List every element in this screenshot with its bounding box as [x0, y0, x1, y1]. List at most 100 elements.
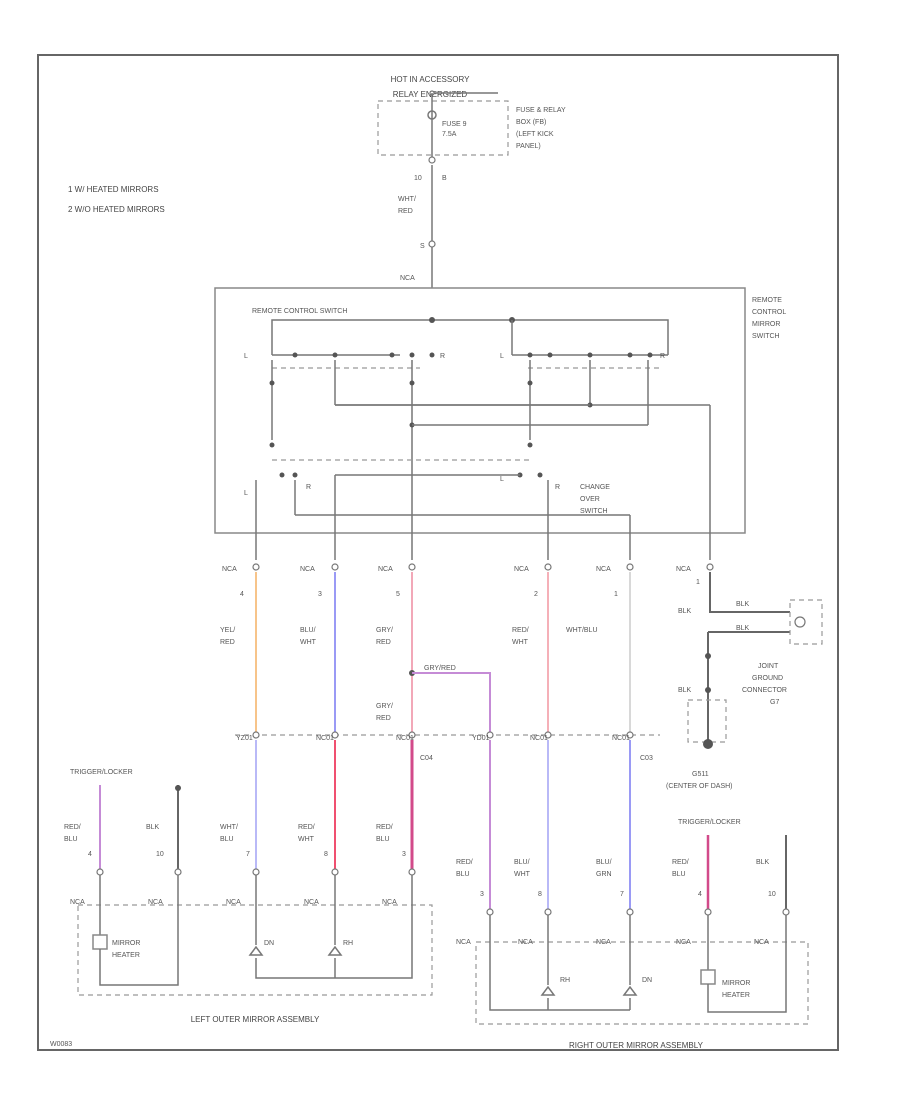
right-wire-1-c1: RED/: [456, 859, 473, 866]
ground-section: BLK BLK BLK JOINT GROUND CONNECTOR G7 BL…: [666, 572, 823, 790]
switch-inner-label: REMOTE CONTROL SWITCH: [252, 308, 347, 315]
right-wire-2-c2: WHT: [514, 871, 531, 878]
switch-pos-r-upper: R: [440, 353, 445, 360]
right-mirror-title: RIGHT OUTER MIRROR ASSEMBLY: [569, 1041, 704, 1050]
right-wire-3-c2: GRN: [596, 871, 612, 878]
splice-label: GRY/RED: [424, 665, 456, 672]
left-mirror-wires: TRIGGER/LOCKER RED/ BLU 4 BLK 10 WHT/ BL…: [64, 740, 416, 876]
left-heater-label-1: MIRROR: [112, 940, 140, 947]
left-heater-wire-1: RED/: [64, 824, 81, 831]
change-pos-r: R: [306, 484, 311, 491]
sw-wire-1-pin: 4: [240, 591, 244, 598]
sw-wire-3-pin: 5: [396, 591, 400, 598]
switch-outer-label-3: MIRROR: [752, 321, 780, 328]
sw-wire-3-color-1: GRY/: [376, 627, 393, 634]
fuse-pin-b: B: [442, 175, 447, 182]
sw-wire-3-color-2: RED: [376, 639, 391, 646]
left-wire-3-c2: BLU: [376, 836, 390, 843]
left-wire-1-c2: BLU: [220, 836, 234, 843]
join-2: NC01: [316, 735, 334, 742]
left-motor-2: RH: [343, 940, 353, 947]
ground-label-3: CONNECTOR: [742, 687, 787, 694]
switch-pos-l-upper-2: L: [500, 353, 504, 360]
footer-code: W0083: [50, 1041, 72, 1048]
left-motor-1: DN: [264, 940, 274, 947]
ground-id: G511: [692, 771, 709, 778]
sw-wire-1-color-2: RED: [220, 639, 235, 646]
left-outer-mirror-assembly: NCA NCA NCA NCA NCA MIRROR HEATER DN RH …: [70, 875, 433, 1024]
fuse-label-1: FUSE 9: [442, 121, 467, 128]
wire-gry-red-splice: [412, 672, 491, 735]
right-wire-2-c1: BLU/: [514, 859, 530, 866]
join-3: NC01: [396, 735, 414, 742]
left-wire-3-pin: 3: [402, 851, 406, 858]
right-motor-1: RH: [560, 977, 570, 984]
left-conn-4: NCA: [304, 899, 319, 906]
right-motor-2: DN: [642, 977, 652, 984]
hot-label-1: HOT IN ACCESSORY: [391, 75, 471, 84]
left-conn-5: NCA: [382, 899, 397, 906]
sw-wire-3-conn: NCA: [378, 566, 393, 573]
switch-pos-r-upper-2: R: [660, 353, 665, 360]
left-conn-3: NCA: [226, 899, 241, 906]
change-over-label-3: SWITCH: [580, 508, 608, 515]
sw-wire-4-color-2: WHT: [512, 639, 529, 646]
legend-item-2: 2 W/O HEATED MIRRORS: [68, 205, 165, 214]
right-wire-1-pin: 3: [480, 891, 484, 898]
fuse-pin-a: 10: [414, 175, 422, 182]
feed-wire: WHT/ RED S NCA: [398, 165, 436, 288]
splice-lower-2: RED: [376, 715, 391, 722]
right-conn-2: NCA: [518, 939, 533, 946]
switch-pos-l-upper: L: [244, 353, 248, 360]
change-pos-r-2: R: [555, 484, 560, 491]
left-trigger: TRIGGER/LOCKER: [70, 769, 133, 776]
switch-output-wires: NCA NCA NCA NCA NCA NCA 4 3 5 2 1 1 YEL/…: [220, 563, 714, 735]
fuse-box-label-3: (LEFT KICK: [516, 131, 554, 138]
sw-wire-5-conn: NCA: [596, 566, 611, 573]
junction-right: C03: [640, 755, 653, 762]
change-over-label-1: CHANGE: [580, 484, 610, 491]
fuse-box-label-4: PANEL): [516, 143, 541, 150]
feed-connector: NCA: [400, 275, 415, 282]
sw-wire-2-color-1: BLU/: [300, 627, 316, 634]
sw-wire-2-pin: 3: [318, 591, 322, 598]
left-gnd-pin: 10: [156, 851, 164, 858]
join-row: YZ01 NC01 NC01 YD01 NC01 NC01 C04 C03: [235, 731, 660, 762]
legend-item-1: 1 W/ HEATED MIRRORS: [68, 185, 159, 194]
ground-wire-color-4: BLK: [678, 687, 692, 694]
right-wire-3-pin: 7: [620, 891, 624, 898]
feed-pin: S: [420, 243, 425, 250]
left-heater-pin: 4: [88, 851, 92, 858]
left-wire-1-pin: 7: [246, 851, 250, 858]
ground-wire-color: BLK: [678, 608, 692, 615]
right-heater-label-2: HEATER: [722, 992, 750, 999]
ground-wire-color-2: BLK: [736, 601, 750, 608]
fuse-box-label-1: FUSE & RELAY: [516, 107, 566, 114]
sw-wire-1-color-1: YEL/: [220, 627, 235, 634]
legend: 1 W/ HEATED MIRRORS 2 W/O HEATED MIRRORS: [68, 185, 165, 214]
join-4: YD01: [472, 735, 490, 742]
ground-label-4: G7: [770, 699, 779, 706]
left-mirror-title: LEFT OUTER MIRROR ASSEMBLY: [191, 1015, 320, 1024]
sw-wire-2-conn: NCA: [300, 566, 315, 573]
right-conn-5: NCA: [754, 939, 769, 946]
left-conn-1: NCA: [70, 899, 85, 906]
sw-wire-4-conn: NCA: [514, 566, 529, 573]
right-gnd-wire: BLK: [756, 859, 770, 866]
left-wire-2-c2: WHT: [298, 836, 315, 843]
sw-wire-4-color-1: RED/: [512, 627, 529, 634]
left-wire-1-c1: WHT/: [220, 824, 238, 831]
sw-wire-5-color-1: WHT/BLU: [566, 627, 598, 634]
left-wire-3-c1: RED/: [376, 824, 393, 831]
remote-control-mirror-switch: REMOTE CONTROL SWITCH REMOTE CONTROL MIR…: [214, 287, 786, 560]
splice-lower-1: GRY/: [376, 703, 393, 710]
right-heater-wire-2: BLU: [672, 871, 686, 878]
join-6: NC01: [612, 735, 630, 742]
right-conn-4: NCA: [676, 939, 691, 946]
change-pos-l-2: L: [500, 476, 504, 483]
right-wire-2-pin: 8: [538, 891, 542, 898]
sw-wire-6-conn: NCA: [676, 566, 691, 573]
switch-outer-label-1: REMOTE: [752, 297, 782, 304]
fuse-block: HOT IN ACCESSORY RELAY ENERGIZED FUSE 9 …: [377, 75, 566, 182]
